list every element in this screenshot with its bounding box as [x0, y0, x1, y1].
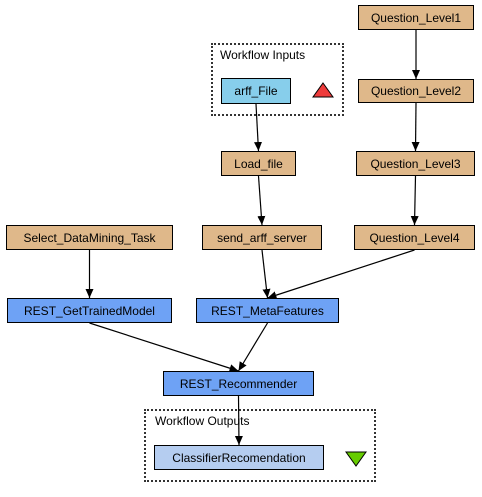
edge-rest_recommender-to-classifier_recommendation	[234, 395, 243, 446]
rest-gettrainedmodel-node[interactable]: REST_GetTrainedModel	[7, 298, 172, 323]
workflow-outputs-group	[144, 409, 376, 482]
edge-question_level4-to-rest_metafeatures	[267, 249, 415, 300]
edge-load_file-to-send_arff_server	[257, 175, 266, 226]
edge-arff_file-to-load_file	[254, 103, 263, 152]
send-arff-server-node[interactable]: send_arff_server	[202, 225, 322, 250]
load-file-node[interactable]: Load_file	[221, 151, 296, 176]
classifier-recommendation-node[interactable]: ClassifierRecomendation	[154, 445, 324, 470]
arff-file-node[interactable]: arff_File	[221, 78, 291, 104]
red-triangle-up-icon	[312, 82, 334, 98]
workflow-inputs-group	[211, 43, 344, 116]
rest-metafeatures-node[interactable]: REST_MetaFeatures	[196, 298, 339, 323]
edge-rest_gettrainedmodel-to-rest_recommender	[89, 322, 239, 373]
question-level3-node[interactable]: Question_Level3	[356, 151, 475, 176]
edge-question_level2-to-question_level3	[411, 102, 420, 152]
edge-send_arff_server-to-rest_metafeatures	[261, 249, 271, 299]
question-level2-node[interactable]: Question_Level2	[358, 79, 474, 103]
workflow-inputs-label: Workflow Inputs	[220, 48, 306, 62]
select-datamining-task-node[interactable]: Select_DataMining_Task	[6, 225, 173, 250]
edge-question_level3-to-question_level4	[410, 175, 419, 226]
edge-rest_metafeatures-to-rest_recommender	[237, 322, 269, 372]
question-level1-node[interactable]: Question_Level1	[358, 5, 474, 30]
question-level4-node[interactable]: Question_Level4	[354, 225, 475, 250]
workflow-outputs-label: Workflow Outputs	[155, 414, 250, 428]
green-triangle-down-icon	[345, 451, 367, 467]
rest-recommender-node[interactable]: REST_Recommender	[163, 371, 314, 396]
